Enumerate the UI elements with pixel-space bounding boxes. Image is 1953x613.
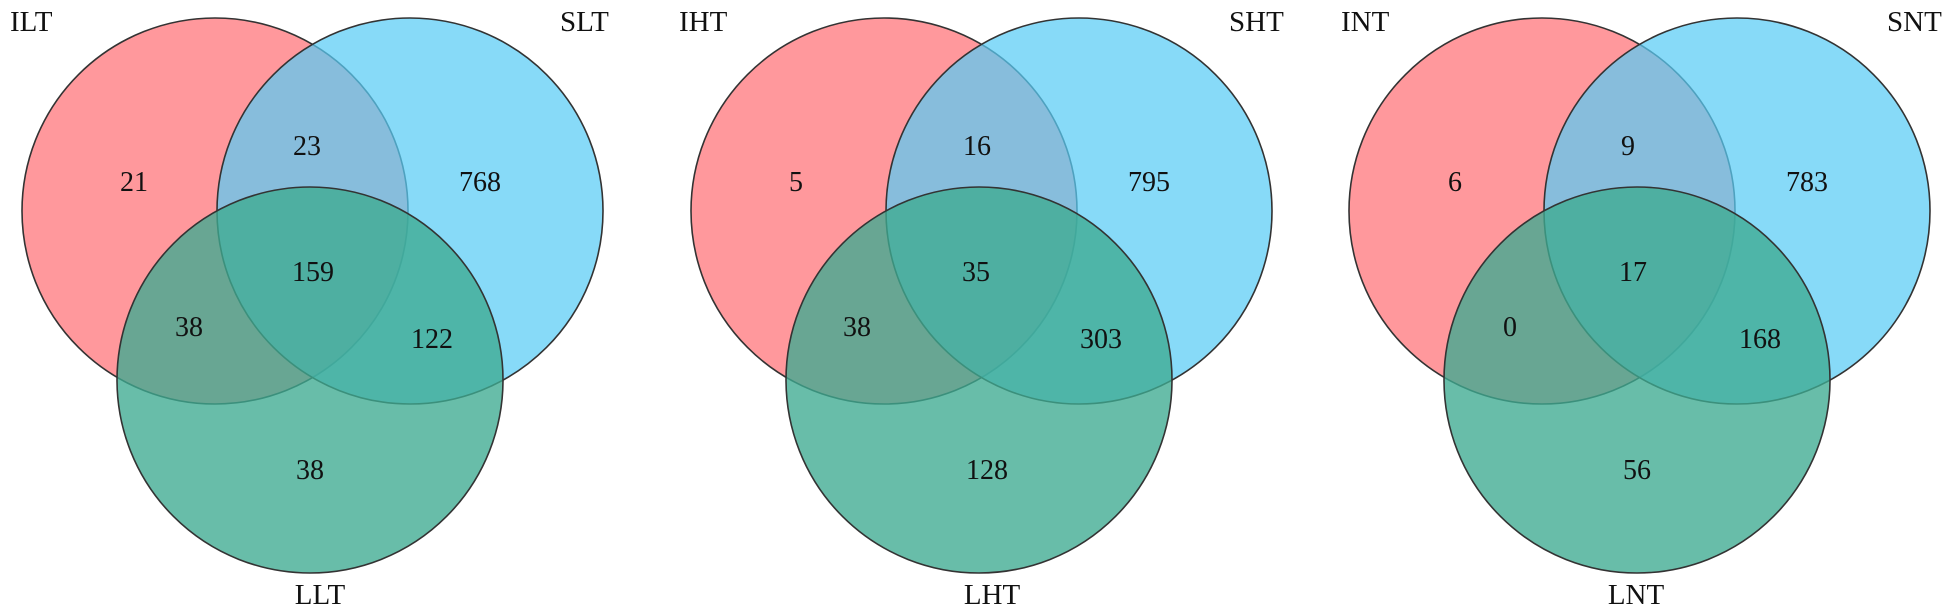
- circle-set-c: [1443, 186, 1831, 574]
- label-set-b: SNT: [1887, 6, 1942, 38]
- circle-set-c: [785, 186, 1173, 574]
- count-a-b: 16: [963, 131, 991, 162]
- count-only-c: 128: [966, 455, 1008, 486]
- count-only-b: 768: [459, 167, 501, 198]
- label-set-c: LLT: [295, 579, 346, 611]
- count-a-b-c: 35: [962, 257, 990, 288]
- count-only-b: 783: [1786, 167, 1828, 198]
- count-b-c: 303: [1080, 324, 1122, 355]
- count-b-c: 168: [1739, 324, 1781, 355]
- count-only-a: 21: [120, 167, 148, 198]
- count-only-a: 5: [789, 167, 803, 198]
- venn-panel-1: ILT SLT LLT 21 23 768 159 38 122 38: [10, 6, 609, 611]
- count-only-c: 38: [296, 455, 324, 486]
- count-a-b: 9: [1621, 131, 1635, 162]
- label-set-b: SHT: [1229, 6, 1284, 38]
- count-a-c: 38: [843, 312, 871, 343]
- circle-set-c: [116, 186, 504, 574]
- label-set-a: ILT: [10, 6, 53, 38]
- venn-panel-3: INT SNT LNT 6 9 783 17 0 168 56: [1341, 6, 1942, 611]
- label-set-c: LNT: [1608, 579, 1665, 611]
- count-a-c: 0: [1503, 312, 1517, 343]
- label-set-a: IHT: [679, 6, 728, 38]
- count-a-c: 38: [175, 312, 203, 343]
- count-only-b: 795: [1128, 167, 1170, 198]
- count-only-a: 6: [1448, 167, 1462, 198]
- count-a-b-c: 159: [292, 257, 334, 288]
- label-set-c: LHT: [964, 579, 1021, 611]
- count-only-c: 56: [1623, 455, 1651, 486]
- label-set-a: INT: [1341, 6, 1390, 38]
- label-set-b: SLT: [560, 6, 609, 38]
- venn-panel-2: IHT SHT LHT 5 16 795 35 38 303 128: [679, 6, 1284, 611]
- count-b-c: 122: [411, 324, 453, 355]
- count-a-b-c: 17: [1619, 257, 1647, 288]
- count-a-b: 23: [293, 131, 321, 162]
